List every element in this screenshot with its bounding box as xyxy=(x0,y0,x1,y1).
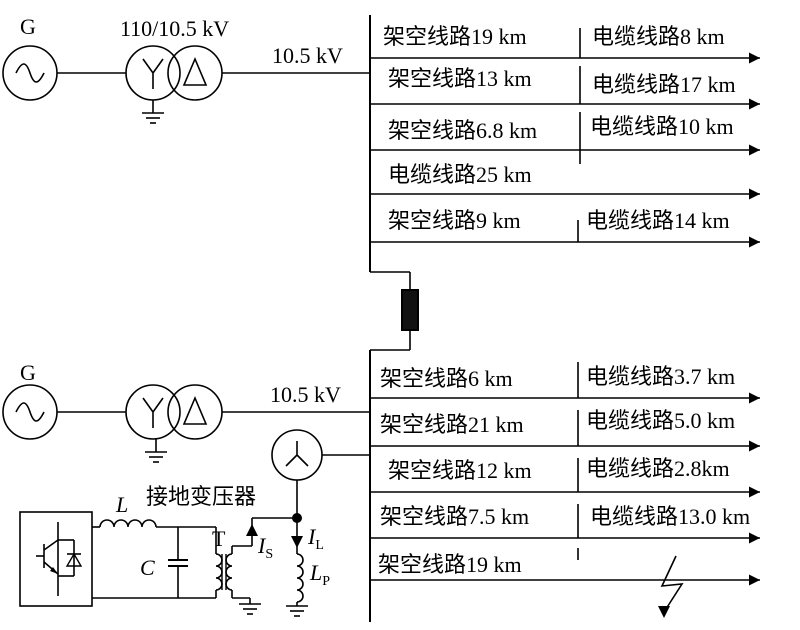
cable-line-label: 电缆线路14 km xyxy=(586,208,730,233)
current-arrow-icon xyxy=(246,524,258,536)
grounding-transformer-label: 接地变压器 xyxy=(146,484,256,509)
petersen-coil-branch xyxy=(286,518,308,617)
primary-winding-icon xyxy=(215,553,223,591)
lc-filter xyxy=(92,519,217,599)
petersen-coil-label: LP xyxy=(309,560,330,589)
upper-feeder-2: 架空线路13 km 电缆线路17 km xyxy=(370,66,760,110)
source-current-label: IS xyxy=(257,533,273,562)
filter-inductor-label: L xyxy=(115,492,128,517)
delta-icon xyxy=(182,395,208,425)
upper-generator xyxy=(2,45,58,101)
overhead-line-label: 架空线路13 km xyxy=(388,66,532,91)
injection-transformer-label: T xyxy=(212,526,226,551)
overhead-line-label: 架空线路7.5 km xyxy=(380,504,529,529)
overhead-line-label: 架空线路6.8 km xyxy=(388,118,537,143)
bus-tie-switch xyxy=(370,271,419,351)
cable-line-label: 电缆线路2.8km xyxy=(586,456,730,481)
upper-feeder-1: 架空线路19 km 电缆线路8 km xyxy=(370,24,760,64)
lower-bus-voltage: 10.5 kV xyxy=(270,382,341,407)
lower-generator xyxy=(2,384,58,440)
upper-feeder-5: 架空线路9 km 电缆线路14 km xyxy=(370,208,760,248)
upper-bus-voltage: 10.5 kV xyxy=(272,43,343,68)
overhead-line-label: 架空线路19 km xyxy=(383,24,527,49)
upper-generator-label: G xyxy=(20,14,36,39)
cable-line-label: 电缆线路5.0 km xyxy=(586,408,735,433)
lower-feeder-3: 架空线路12 km 电缆线路2.8km xyxy=(370,456,760,498)
ground-icon xyxy=(145,451,167,463)
petersen-coil-icon xyxy=(296,553,304,603)
overhead-line-label: 架空线路6 km xyxy=(380,366,513,391)
lower-generator-label: G xyxy=(20,360,36,385)
injection-transformer xyxy=(215,545,261,615)
current-arrow-icon xyxy=(291,536,303,548)
grounding-transformer xyxy=(271,429,370,518)
sine-icon xyxy=(15,63,45,83)
lower-feeder-5: 架空线路19 km xyxy=(370,548,760,618)
delta-icon xyxy=(182,56,208,86)
filter-capacitor-label: C xyxy=(140,555,155,580)
lower-feeder-4: 架空线路7.5 km 电缆线路13.0 km xyxy=(370,504,760,544)
ground-icon xyxy=(239,603,261,615)
cable-line-label: 电缆线路3.7 km xyxy=(586,364,735,389)
lower-feeder-2: 架空线路21 km 电缆线路5.0 km xyxy=(370,408,760,452)
upper-transformer xyxy=(125,45,223,124)
upper-transformer-rating: 110/10.5 kV xyxy=(120,16,229,41)
cable-line-label: 电缆线路13.0 km xyxy=(590,504,750,529)
ground-icon xyxy=(142,112,164,124)
wye-icon xyxy=(142,58,164,89)
upper-feeder-3: 架空线路6.8 km 电缆线路10 km xyxy=(370,112,760,164)
inverter-icon xyxy=(19,511,93,607)
lower-transformer xyxy=(125,384,223,463)
cable-line-label: 电缆线路8 km xyxy=(592,24,725,49)
cable-line-label: 电缆线路17 km xyxy=(592,72,736,97)
overhead-line-label: 架空线路12 km xyxy=(388,458,532,483)
cable-line-label: 电缆线路10 km xyxy=(590,114,734,139)
overhead-line-label: 架空线路21 km xyxy=(380,412,524,437)
injection-branch xyxy=(246,517,297,546)
ground-icon xyxy=(286,605,308,617)
wye-icon xyxy=(142,397,164,428)
overhead-line-label: 架空线路19 km xyxy=(378,552,522,577)
load-current-label: IL xyxy=(307,524,324,553)
ground-fault-icon xyxy=(660,555,684,613)
cable-line-label: 电缆线路25 km xyxy=(388,162,532,187)
lower-feeder-1: 架空线路6 km 电缆线路3.7 km xyxy=(370,362,760,404)
overhead-line-label: 架空线路9 km xyxy=(388,208,521,233)
upper-feeder-4: 电缆线路25 km xyxy=(370,162,760,200)
sine-icon xyxy=(15,402,45,422)
zigzag-winding-icon xyxy=(285,441,309,467)
filter-inductor-icon xyxy=(99,519,157,528)
secondary-winding-icon xyxy=(225,553,233,591)
